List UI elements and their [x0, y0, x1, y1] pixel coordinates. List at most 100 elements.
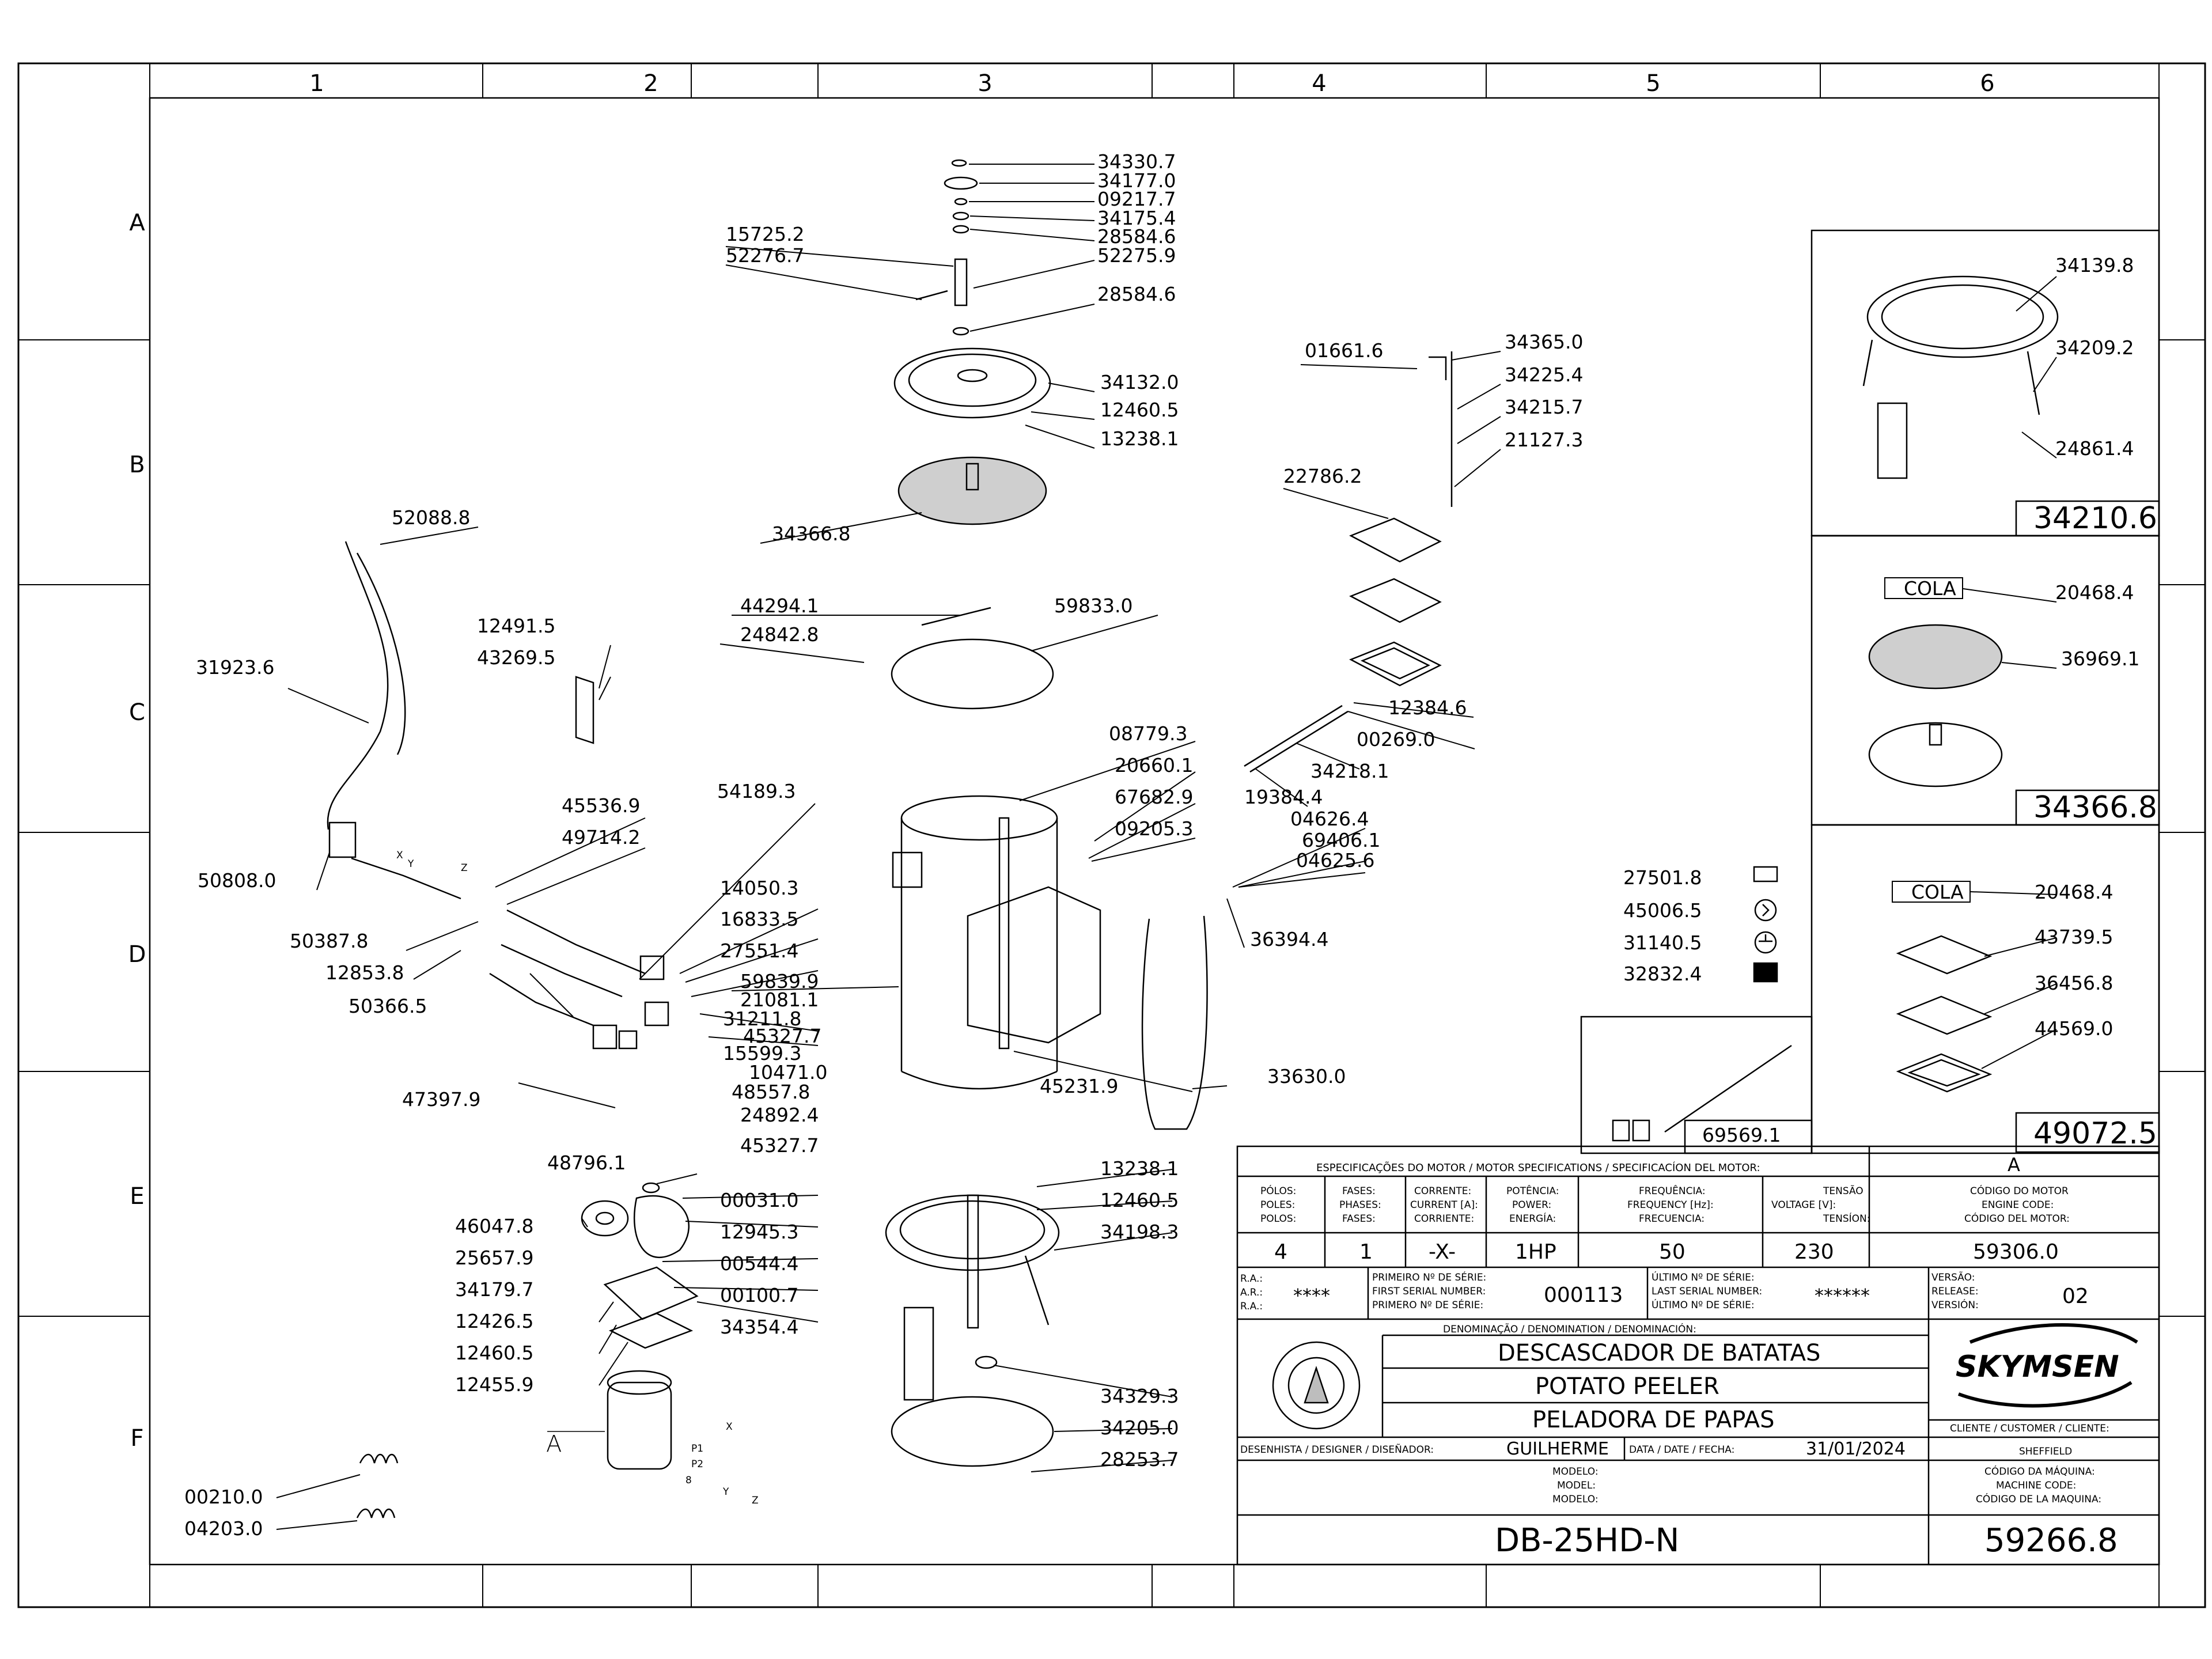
part-number: 15725.2: [726, 223, 804, 245]
authorized-service-seal: [1272, 1341, 1361, 1430]
part-number: 12426.5: [455, 1310, 533, 1332]
manual-reading-icon: [1753, 866, 1778, 882]
part-number: 46047.8: [455, 1215, 533, 1237]
client-label: CLIENTE / CUSTOMER / CLIENTE:: [1950, 1423, 2109, 1434]
warning-symbols: [1753, 866, 1778, 983]
part-number: 43269.5: [477, 646, 555, 669]
ra-label-3: R.A.:: [1240, 1301, 1263, 1312]
part-number: 31140.5: [1623, 931, 1702, 954]
revision-letter: A: [2008, 1154, 2020, 1176]
last-serial-value: ******: [1815, 1285, 1870, 1306]
col-current-1: CORRENTE:: [1414, 1185, 1471, 1197]
part-number: 12945.3: [720, 1221, 798, 1243]
part-number: 27551.4: [720, 940, 798, 962]
col-phases-2: PHASES:: [1339, 1199, 1381, 1211]
motor-terminal: P2: [691, 1459, 703, 1470]
frequency-value: 50: [1659, 1240, 1685, 1264]
part-number: 28584.6: [1097, 283, 1176, 305]
machine-code-label-1: CÓDIGO DA MÁQUINA:: [1984, 1465, 2095, 1478]
part-number: 50366.5: [349, 995, 427, 1017]
column-label: 6: [1980, 70, 1994, 97]
part-number: 49714.2: [562, 826, 640, 849]
part-number: 34139.8: [2055, 254, 2134, 276]
col-frequency-3: FRECUENCIA:: [1639, 1213, 1705, 1225]
part-number: 45006.5: [1623, 899, 1702, 922]
part-number: 34179.7: [455, 1278, 533, 1301]
part-number: 34365.0: [1505, 331, 1583, 353]
row-label: C: [129, 699, 145, 726]
ra-label-1: R.A.:: [1240, 1273, 1263, 1285]
cola-tag-text: COLA: [1911, 881, 1964, 903]
power-value: 1HP: [1515, 1240, 1556, 1264]
part-number: 34198.3: [1100, 1221, 1179, 1243]
inset-title: 49072.5: [2033, 1116, 2157, 1151]
axis-letter: X: [396, 850, 403, 861]
part-number: 13238.1: [1100, 427, 1179, 450]
part-number: 32832.4: [1623, 963, 1702, 985]
part-number: 04625.6: [1296, 849, 1374, 872]
part-number: 00031.0: [720, 1189, 798, 1211]
part-number-labels: 34330.7 34177.0 09217.7 34175.4 28584.6 …: [184, 150, 2139, 1540]
inset-title: 34366.8: [2033, 790, 2157, 825]
model-label-2: MODEL:: [1557, 1480, 1596, 1491]
last-serial-label-1: ÚLTIMO Nº DE SÉRIE:: [1652, 1271, 1755, 1283]
part-number: 12460.5: [1100, 1189, 1179, 1211]
col-poles-1: PÓLOS:: [1260, 1184, 1296, 1197]
part-number: 52275.9: [1097, 244, 1176, 267]
part-number: 20468.4: [2035, 881, 2113, 903]
part-number: 00544.4: [720, 1252, 798, 1275]
part-number: 20660.1: [1115, 754, 1193, 777]
part-number: 20468.4: [2055, 581, 2134, 604]
model-label-1: MODELO:: [1552, 1466, 1599, 1478]
part-number: 10471.0: [749, 1061, 827, 1084]
part-number: 09217.7: [1097, 188, 1176, 210]
designer-value: GUILHERME: [1506, 1439, 1609, 1459]
first-serial-label-2: FIRST SERIAL NUMBER:: [1372, 1286, 1486, 1297]
part-number: 50387.8: [290, 930, 368, 952]
col-engine-1: CÓDIGO DO MOTOR: [1970, 1184, 2069, 1197]
inset-title: 34210.6: [2033, 501, 2157, 536]
col-current-2: CURRENT [A]:: [1410, 1199, 1478, 1211]
axis-letter: Z: [461, 862, 468, 874]
inset-titles: 34210.6 34366.8 49072.5: [2033, 501, 2157, 1151]
phases-value: 1: [1359, 1240, 1373, 1264]
col-voltage-2: VOLTAGE [V]:: [1771, 1199, 1836, 1211]
brand-text: SKYMSEN: [1956, 1350, 2119, 1384]
part-number: 52088.8: [392, 506, 470, 529]
electric-hazard-icon: [1754, 899, 1777, 922]
part-number: 67682.9: [1115, 786, 1193, 808]
ra-label-2: A.R.:: [1240, 1287, 1263, 1298]
part-number: 16833.5: [720, 908, 798, 930]
row-label: E: [130, 1183, 144, 1210]
part-number: 45327.7: [743, 1025, 821, 1047]
motor-terminal: X: [726, 1421, 733, 1433]
part-number: 24892.4: [740, 1104, 819, 1126]
part-number: 04203.0: [184, 1517, 263, 1540]
version-label-2: RELEASE:: [1931, 1286, 1979, 1297]
part-number: 44294.1: [740, 594, 819, 617]
zone-column-labels: 1 2 3 4 5 6: [309, 70, 1994, 97]
client-value: SHEFFIELD: [2019, 1446, 2072, 1457]
part-number: 34366.8: [772, 522, 850, 545]
voltage-value: 230: [1794, 1240, 1834, 1264]
part-number: 08779.3: [1109, 722, 1187, 745]
inset-label-69569: 69569.1: [1702, 1124, 1781, 1146]
part-number: 34177.0: [1097, 169, 1176, 192]
cola-tag-text: COLA: [1904, 577, 1956, 600]
leader-lines: [276, 164, 2057, 1530]
part-number: 21081.1: [740, 988, 819, 1011]
col-poles-2: POLES:: [1260, 1199, 1295, 1211]
axis-letter: Y: [407, 858, 414, 870]
part-number: 34175.4: [1097, 207, 1176, 229]
part-number: 31211.8: [723, 1007, 801, 1030]
part-number: 27501.8: [1623, 866, 1702, 889]
row-label: F: [130, 1425, 143, 1452]
part-number: 48796.1: [547, 1152, 626, 1174]
part-number: 28253.7: [1100, 1448, 1179, 1471]
col-voltage-1: TENSÃO: [1823, 1184, 1863, 1197]
machine-code-value: 59266.8: [1984, 1522, 2118, 1559]
col-power-1: POTÊNCIA:: [1506, 1184, 1559, 1197]
part-number: 36456.8: [2035, 972, 2113, 994]
designer-label: DESENHISTA / DESIGNER / DISEÑADOR:: [1240, 1443, 1434, 1456]
